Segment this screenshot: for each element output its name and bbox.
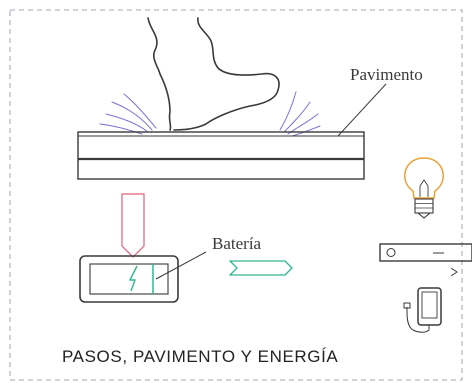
battery (79, 255, 179, 303)
floor-label: Pavimento (350, 65, 423, 84)
impact-lines-left (99, 93, 157, 135)
floor-leader-line (337, 83, 387, 137)
audio-bar-device-icon (379, 243, 472, 277)
battery-label: Batería (212, 234, 262, 253)
battery-leader-line (155, 251, 207, 280)
right-arrow (229, 260, 293, 276)
light-bulb-icon (404, 157, 444, 219)
lightning-bolt-icon (129, 265, 138, 292)
down-arrow (121, 193, 145, 258)
foot-outline (147, 17, 280, 131)
impact-lines-right (279, 91, 321, 137)
floor-slab (77, 131, 365, 180)
phone-charging-icon (403, 287, 442, 333)
diagram-frame (9, 9, 463, 381)
diagram-caption: PASOS, PAVIMENTO Y ENERGÍA (62, 347, 339, 366)
